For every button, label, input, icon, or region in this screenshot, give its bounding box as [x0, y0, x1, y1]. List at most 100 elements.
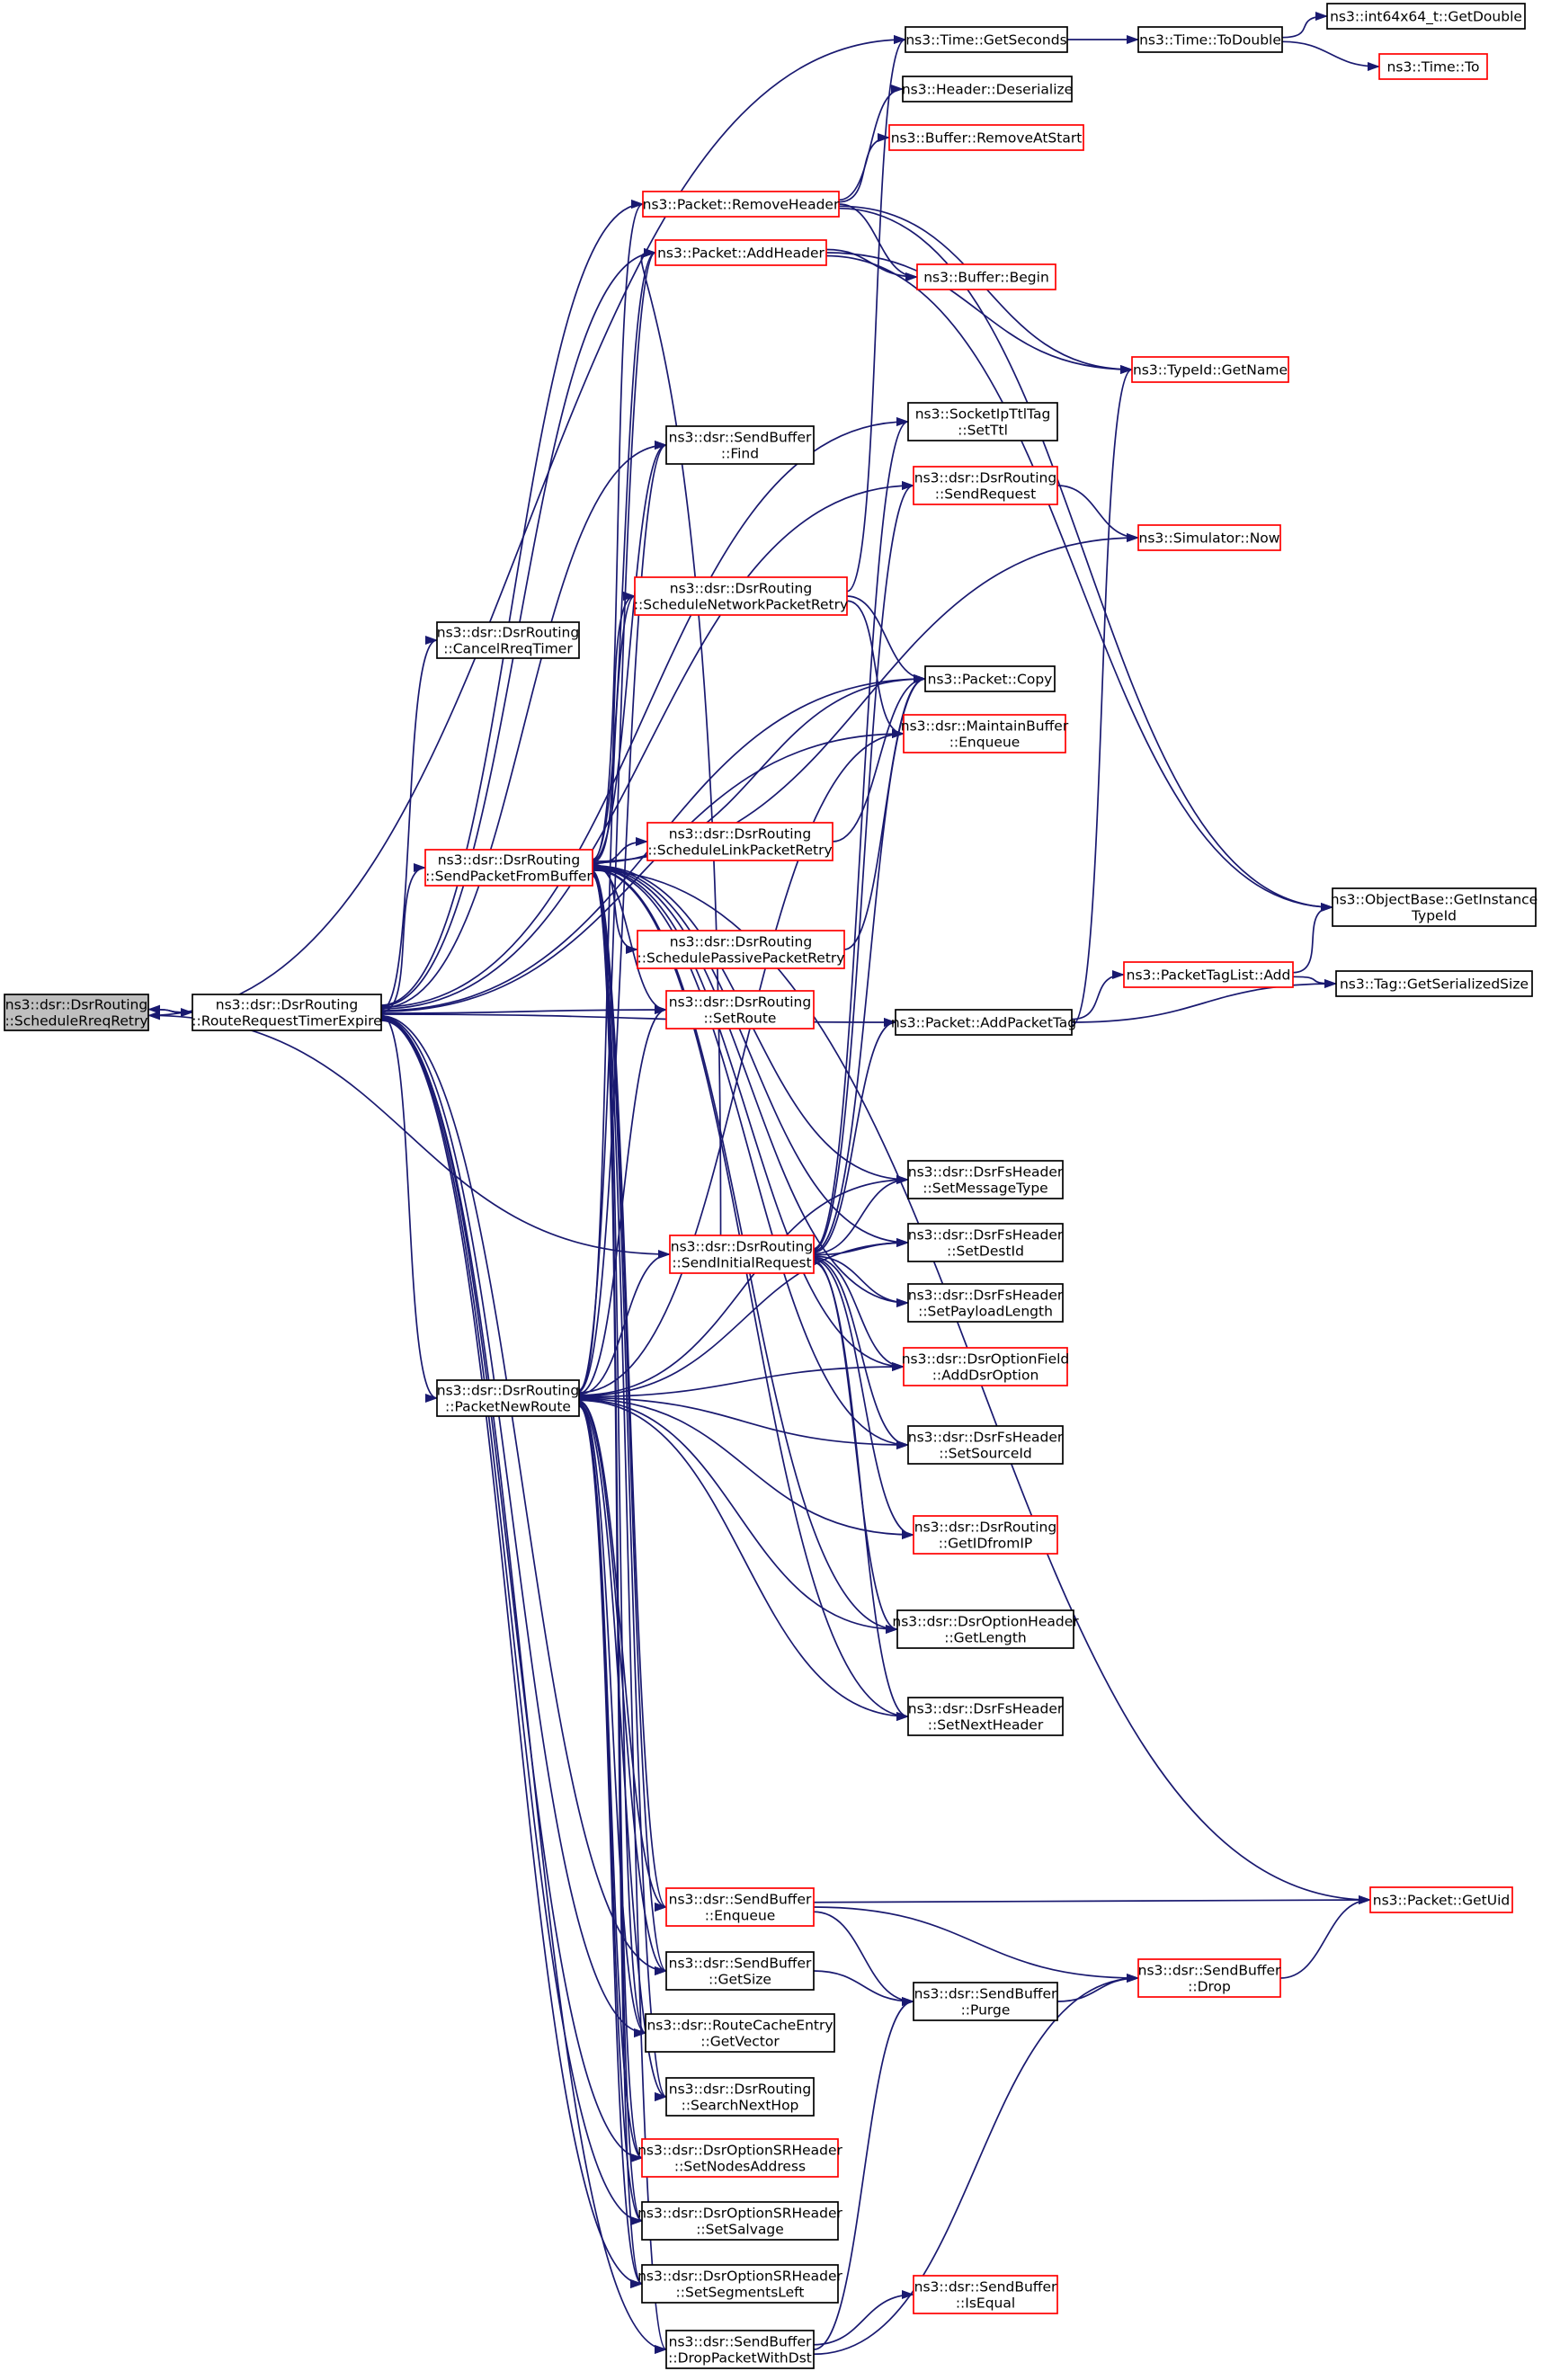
node-PacketAddHeader[interactable]: ns3::Packet::AddHeader [655, 239, 827, 266]
node-SendBufferGetSize[interactable]: ns3::dsr::SendBuffer::GetSize [665, 1951, 815, 1991]
node-GetIDfromIP[interactable]: ns3::dsr::DsrRouting::GetIDfromIP [913, 1515, 1058, 1555]
node-SetMessageType[interactable]: ns3::dsr::DsrFsHeader::SetMessageType [907, 1160, 1064, 1199]
node-label: ::SetTtl [958, 423, 1008, 439]
node-SetSalvage[interactable]: ns3::dsr::DsrOptionSRHeader::SetSalvage [637, 2201, 843, 2241]
node-Int64GetDouble[interactable]: ns3::int64x64_t::GetDouble [1326, 3, 1526, 30]
node-DropPacketWithDst[interactable]: ns3::dsr::SendBuffer::DropPacketWithDst [665, 2330, 815, 2369]
node-TimeGetSeconds[interactable]: ns3::Time::GetSeconds [905, 26, 1068, 53]
node-SetNextHeader[interactable]: ns3::dsr::DsrFsHeader::SetNextHeader [907, 1697, 1064, 1736]
node-SetPayloadLength[interactable]: ns3::dsr::DsrFsHeader::SetPayloadLength [907, 1283, 1064, 1323]
edge-RouteRequestTimerExpire-to-PacketRemoveHeader [380, 200, 644, 1006]
edge-PacketNewRoute-to-DsrOptionHeaderGetLength [578, 1398, 898, 1634]
node-label: ::RouteRequestTimerExpire [192, 1013, 381, 1030]
node-SetSegmentsLeft[interactable]: ns3::dsr::DsrOptionSRHeader::SetSegments… [637, 2264, 843, 2304]
node-AddDsrOption[interactable]: ns3::dsr::DsrOptionField::AddDsrOption [902, 1347, 1070, 1386]
node-SearchNextHop[interactable]: ns3::dsr::DsrRouting::SearchNextHop [665, 2077, 815, 2117]
node-CancelRreqTimer[interactable]: ns3::dsr::DsrRouting::CancelRreqTimer [436, 621, 580, 659]
node-label: ::Purge [961, 2002, 1011, 2019]
node-RouteCacheEntryGetVector[interactable]: ns3::dsr::RouteCacheEntry::GetVector [645, 2013, 835, 2053]
edge-PacketNewRoute-to-SetMessageType [578, 1175, 909, 1396]
node-TypeIdGetName[interactable]: ns3::TypeId::GetName [1131, 356, 1289, 383]
node-SendInitialRequest[interactable]: ns3::dsr::DsrRouting::SendInitialRequest [669, 1235, 815, 1274]
node-box [902, 76, 1073, 103]
edge-SendBufferGetSize-to-SendBufferPurge [813, 1970, 914, 2006]
node-label: ::SetSalvage [696, 2222, 784, 2238]
node-label: ns3::dsr::DsrRouting [437, 1383, 579, 1399]
node-label: ns3::dsr::SendBuffer [669, 1956, 812, 1972]
node-box [665, 1887, 815, 1927]
node-box [436, 1379, 580, 1417]
node-PacketCopy[interactable]: ns3::Packet::Copy [924, 665, 1056, 692]
edge-SendPacketFromBuffer-to-SetSourceId [592, 867, 909, 1449]
node-box [1137, 26, 1283, 53]
node-ScheduleNetworkPacketRetry[interactable]: ns3::dsr::DsrRouting::ScheduleNetworkPac… [634, 576, 848, 616]
edge-SendPacketFromBuffer-to-SetSegmentsLeft [592, 874, 643, 2288]
node-label: ns3::dsr::DsrRouting [669, 826, 811, 842]
node-label: ns3::PacketTagList::Add [1127, 967, 1291, 984]
node-label: ::GetVector [700, 2034, 780, 2050]
node-SetSourceId[interactable]: ns3::dsr::DsrFsHeader::SetSourceId [907, 1425, 1064, 1465]
node-PacketNewRoute[interactable]: ns3::dsr::DsrRouting::PacketNewRoute [436, 1379, 580, 1417]
edge-PacketNewRoute-to-SendBufferFind [578, 441, 667, 1392]
node-box [913, 1982, 1058, 2021]
node-box [907, 1160, 1064, 1199]
edge-SendInitialRequest-to-GetIDfromIP [813, 1259, 914, 1539]
node-RouteRequestTimerExpire[interactable]: ns3::dsr::DsrRouting::RouteRequestTimerE… [192, 994, 382, 1031]
node-label: ns3::dsr::SendBuffer [669, 2334, 812, 2350]
node-PacketAddPacketTag[interactable]: ns3::Packet::AddPacketTag [891, 1009, 1076, 1036]
node-box [669, 1235, 815, 1274]
node-HeaderDeserialize[interactable]: ns3::Header::Deserialize [902, 76, 1073, 103]
node-label: ::DropPacketWithDst [668, 2350, 812, 2367]
node-PacketTagListAdd[interactable]: ns3::PacketTagList::Add [1123, 961, 1294, 988]
edge-SendInitialRequest-to-SetNextHeader [813, 1261, 909, 1721]
node-SchedulePassivePacketRetry[interactable]: ns3::dsr::DsrRouting::SchedulePassivePac… [637, 930, 845, 969]
edge-RouteRequestTimerExpire-to-CancelRreqTimer [380, 636, 438, 1011]
node-MaintainBufferEnqueue[interactable]: ns3::dsr::MaintainBuffer::Enqueue [901, 714, 1069, 753]
node-ScheduleRreqRetry[interactable]: ns3::dsr::DsrRouting::ScheduleRreqRetry [4, 994, 149, 1031]
node-label: ::SetNodesAddress [674, 2159, 806, 2175]
node-PacketRemoveHeader[interactable]: ns3::Packet::RemoveHeader [642, 191, 840, 218]
node-label: ::SendPacketFromBuffer [425, 869, 593, 885]
edge-RouteRequestTimerExpire-to-SendBufferGetSize [380, 1015, 667, 1975]
node-box [907, 1425, 1064, 1465]
node-SocketIpTtlTagSetTtl[interactable]: ns3::SocketIpTtlTag::SetTtl [907, 402, 1058, 441]
node-label: ::SetDestId [947, 1243, 1024, 1260]
node-TagGetSerializedSize[interactable]: ns3::Tag::GetSerializedSize [1335, 970, 1533, 997]
node-SetRoute[interactable]: ns3::dsr::DsrRouting::SetRoute [665, 990, 815, 1030]
node-TimeToDouble[interactable]: ns3::Time::ToDouble [1137, 26, 1283, 53]
node-BufferRemoveAtStart[interactable]: ns3::Buffer::RemoveAtStart [888, 124, 1084, 151]
node-SetDestId[interactable]: ns3::dsr::DsrFsHeader::SetDestId [907, 1223, 1064, 1262]
node-PacketGetUid[interactable]: ns3::Packet::GetUid [1369, 1886, 1513, 1913]
edge-DropPacketWithDst-to-SendBufferIsEqual [813, 2290, 914, 2346]
node-label: ns3::dsr::DsrRouting [438, 852, 580, 869]
node-SimulatorNow[interactable]: ns3::Simulator::Now [1137, 524, 1281, 551]
node-SendBufferPurge[interactable]: ns3::dsr::SendBuffer::Purge [913, 1982, 1058, 2021]
node-SendRequest[interactable]: ns3::dsr::DsrRouting::SendRequest [913, 466, 1058, 505]
node-BufferBegin[interactable]: ns3::Buffer::Begin [916, 263, 1056, 290]
node-box [1131, 356, 1289, 383]
node-DsrOptionHeaderGetLength[interactable]: ns3::dsr::DsrOptionHeader::GetLength [892, 1609, 1079, 1649]
node-SendBufferFind[interactable]: ns3::dsr::SendBuffer::Find [665, 425, 815, 465]
node-box [905, 26, 1068, 53]
node-label: ns3::Simulator::Now [1139, 530, 1280, 547]
node-label: ::Enqueue [949, 735, 1021, 751]
node-ScheduleLinkPacketRetry[interactable]: ns3::dsr::DsrRouting::ScheduleLinkPacket… [646, 822, 833, 861]
node-SendBufferEnqueue[interactable]: ns3::dsr::SendBuffer::Enqueue [665, 1887, 815, 1927]
node-SendBufferDrop[interactable]: ns3::dsr::SendBuffer::Drop [1137, 1958, 1281, 1998]
node-label: ns3::dsr::DsrRouting [670, 581, 812, 597]
node-SetNodesAddress[interactable]: ns3::dsr::DsrOptionSRHeader::SetNodesAdd… [637, 2138, 843, 2178]
node-TimeTo[interactable]: ns3::Time::To [1378, 53, 1488, 80]
node-box [913, 2275, 1058, 2314]
nodes-layer: ns3::dsr::DsrRouting::ScheduleRreqRetryn… [4, 3, 1538, 2369]
edge-PacketNewRoute-to-RouteCacheEntryGetVector [578, 1402, 646, 2037]
edge-SendBufferEnqueue-to-SendBufferPurge [813, 1911, 914, 2006]
node-SendPacketFromBuffer[interactable]: ns3::dsr::DsrRouting::SendPacketFromBuff… [424, 849, 593, 887]
node-label: ns3::dsr::DsrOptionSRHeader [637, 2206, 842, 2222]
node-label: ns3::Tag::GetSerializedSize [1340, 976, 1529, 993]
node-SendBufferIsEqual[interactable]: ns3::dsr::SendBuffer::IsEqual [913, 2275, 1058, 2314]
node-label: ns3::dsr::DsrFsHeader [908, 1164, 1064, 1181]
edge-RouteRequestTimerExpire-to-SendRequest [380, 481, 914, 1010]
node-label: ns3::dsr::SendBuffer [914, 2279, 1057, 2295]
